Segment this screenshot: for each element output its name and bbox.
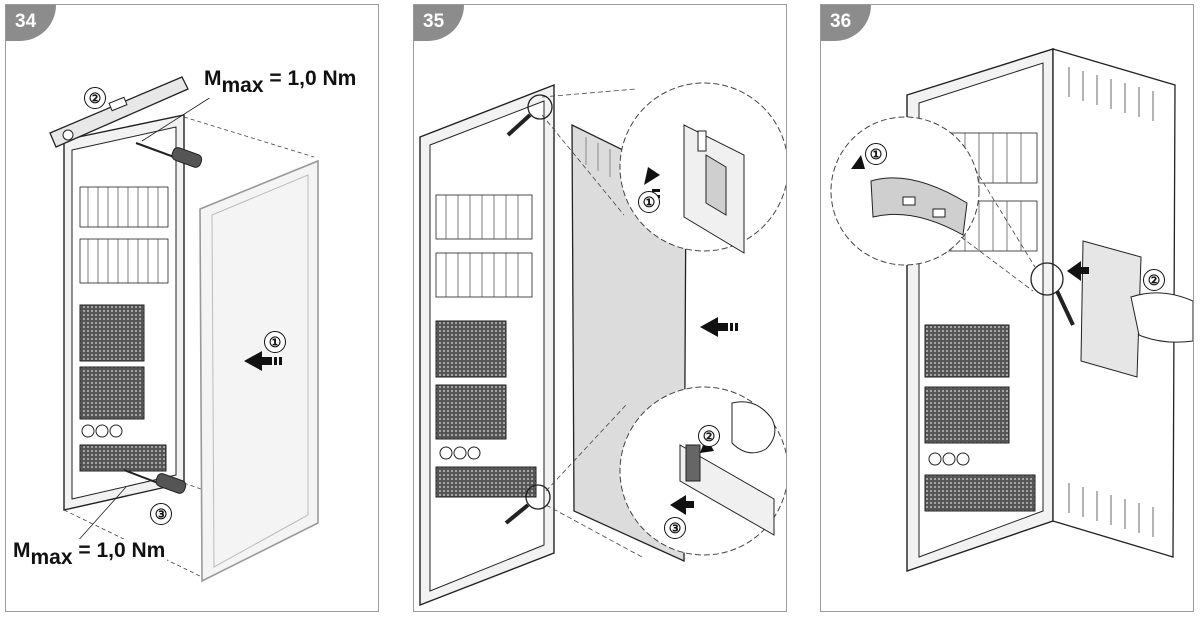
callout-2: ② (698, 425, 720, 447)
callout-1: ① (638, 191, 660, 213)
door-attach-illustration (419, 82, 786, 607)
enclosure-door-mounting-illustration (49, 76, 319, 583)
step-panel-36: 36 ① ② (820, 4, 1194, 612)
screwdriver-top (135, 142, 203, 168)
callout-1: ① (264, 331, 286, 353)
step-number-badge: 35 (414, 5, 464, 41)
step-panel-34: 34 Mmax = 1,0 Nm Mmax = 1,0 Nm ② ① ③ (5, 4, 379, 612)
callout-1: ① (865, 143, 887, 165)
callout-3: ③ (150, 503, 172, 525)
callout-2: ② (84, 87, 106, 109)
step-panel-35: 35 ① ② ③ (413, 4, 787, 612)
screwdriver-bottom (123, 469, 187, 494)
callout-3: ③ (664, 517, 686, 539)
torque-label-bottom: Mmax = 1,0 Nm (11, 539, 168, 570)
door-label-illustration (830, 48, 1193, 572)
callout-2: ② (1143, 269, 1165, 291)
torque-label-top: Mmax = 1,0 Nm (202, 67, 359, 98)
